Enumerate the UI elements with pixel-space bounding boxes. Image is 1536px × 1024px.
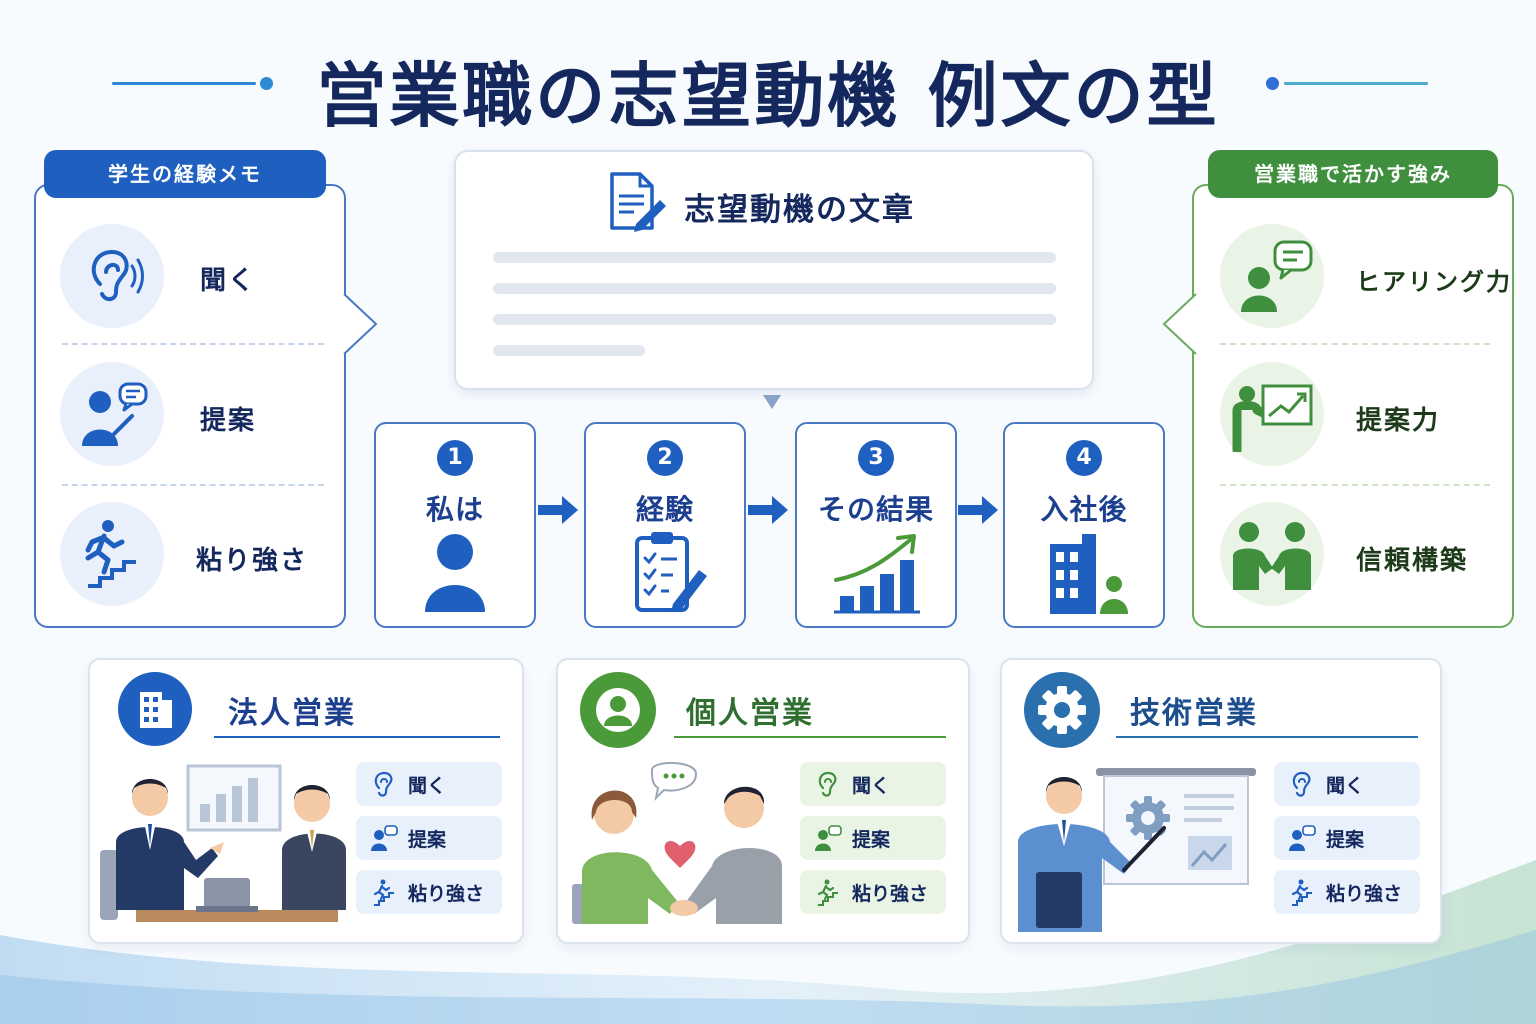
document-pen-icon: [610, 172, 666, 232]
stairs-runner-icon: [373, 879, 394, 906]
chip-label: 提案: [1326, 828, 1365, 851]
step-number: 2: [647, 440, 683, 476]
memo-item-label: 提案: [200, 406, 257, 436]
memo-item-label: 聞く: [200, 266, 257, 296]
chip-label: 提案: [408, 828, 447, 851]
card-chip-listen: 聞く: [356, 762, 502, 806]
building-icon: [118, 672, 192, 746]
document-pointer: [763, 395, 781, 409]
stairs-runner-icon: [817, 879, 838, 906]
title-deco-line-right: [1284, 82, 1428, 85]
memo-panel-pointer: [343, 293, 378, 355]
growth-chart-icon: [834, 534, 920, 614]
technical-presentation-illustration: [1018, 768, 1256, 932]
document-text-line: [493, 283, 1056, 294]
step-3: 3 その結果: [795, 422, 957, 628]
chip-label: 粘り強さ: [408, 882, 485, 905]
ear-icon: [1292, 771, 1311, 797]
memo-item-propose: [60, 362, 164, 466]
ear-icon: [818, 771, 837, 797]
memo-item-listen: [60, 224, 164, 328]
card-chip-perseverance: 粘り強さ: [356, 870, 502, 914]
step-1: 1 私は: [374, 422, 536, 628]
ear-icon: [91, 249, 144, 301]
chip-label: 聞く: [408, 774, 447, 797]
chip-label: 聞く: [1326, 774, 1365, 797]
office-building-icon: [1050, 534, 1128, 614]
title-deco-line-left: [112, 82, 256, 85]
step-label: その結果: [817, 493, 934, 526]
chip-label: 粘り強さ: [1326, 882, 1403, 905]
step-label: 私は: [425, 493, 484, 526]
ear-icon: [374, 771, 393, 797]
card-title: 技術営業: [1130, 696, 1258, 731]
strength-item-label: 信頼構築: [1356, 546, 1469, 576]
memo-divider: [62, 343, 324, 345]
card-title-rule: [674, 736, 946, 738]
memo-item-perseverance: [60, 502, 164, 606]
strengths-panel-tag: 営業職で活かす強み: [1208, 150, 1498, 198]
step-label: 経験: [635, 493, 694, 526]
step-number: 1: [437, 440, 473, 476]
step-2: 2 経験: [584, 422, 746, 628]
chip-label: 提案: [852, 828, 891, 851]
person-chat-icon: [1241, 240, 1313, 312]
card-chip-listen: 聞く: [800, 762, 946, 806]
chip-label: 聞く: [852, 774, 891, 797]
document-text-line: [493, 314, 1056, 325]
document-title: 志望動機の文章: [684, 192, 915, 228]
business-meeting-illustration: [100, 764, 346, 922]
person-speech-icon: [82, 382, 148, 446]
handshake-icon: [1233, 522, 1311, 590]
document-text-line: [493, 345, 645, 356]
strength-item-proposal: [1220, 362, 1324, 466]
stairs-runner-icon: [1291, 879, 1312, 906]
strength-item-label: ヒアリング力: [1356, 268, 1512, 296]
card-chip-propose: 提案: [1274, 816, 1420, 860]
document-text-line: [493, 252, 1056, 263]
card-title: 個人営業: [686, 696, 814, 731]
strength-item-label: 提案力: [1356, 406, 1441, 436]
strength-item-hearing: [1220, 224, 1324, 328]
card-title-rule: [214, 736, 500, 738]
strength-divider: [1220, 484, 1490, 486]
chip-label: 粘り強さ: [852, 882, 929, 905]
arrow-right-icon: [958, 496, 998, 524]
stairs-runner-icon: [85, 520, 136, 588]
strengths-panel-pointer: [1162, 293, 1197, 355]
card-chip-perseverance: 粘り強さ: [1274, 870, 1420, 914]
card-chip-propose: 提案: [356, 816, 502, 860]
arrow-right-icon: [538, 496, 578, 524]
card-title-rule: [1116, 736, 1418, 738]
page-title: 営業職の志望動機 例文の型: [316, 55, 1220, 137]
person-speech-icon: [371, 825, 398, 851]
title-deco-dot-right: [1266, 77, 1279, 90]
strength-divider: [1220, 343, 1490, 345]
step-number: 4: [1066, 440, 1102, 476]
user-icon: [580, 672, 656, 748]
memo-item-label: 粘り強さ: [196, 546, 309, 576]
gear-icon: [1024, 672, 1100, 748]
presentation-chart-icon: [1232, 384, 1313, 452]
card-chip-listen: 聞く: [1274, 762, 1420, 806]
strength-item-trust: [1220, 502, 1324, 606]
customer-handshake-illustration: [572, 762, 782, 924]
person-icon: [425, 534, 485, 612]
card-chip-perseverance: 粘り強さ: [800, 870, 946, 914]
arrow-right-icon: [748, 496, 788, 524]
memo-panel-tag: 学生の経験メモ: [44, 150, 326, 198]
clipboard-checklist-icon: [635, 532, 707, 612]
memo-divider: [62, 484, 324, 486]
person-speech-icon: [815, 825, 842, 851]
card-chip-propose: 提案: [800, 816, 946, 860]
step-label: 入社後: [1040, 493, 1128, 526]
step-4: 4 入社後: [1003, 422, 1165, 628]
step-number: 3: [858, 440, 894, 476]
title-deco-dot-left: [260, 77, 273, 90]
card-title: 法人営業: [228, 696, 356, 731]
person-speech-icon: [1289, 825, 1316, 851]
